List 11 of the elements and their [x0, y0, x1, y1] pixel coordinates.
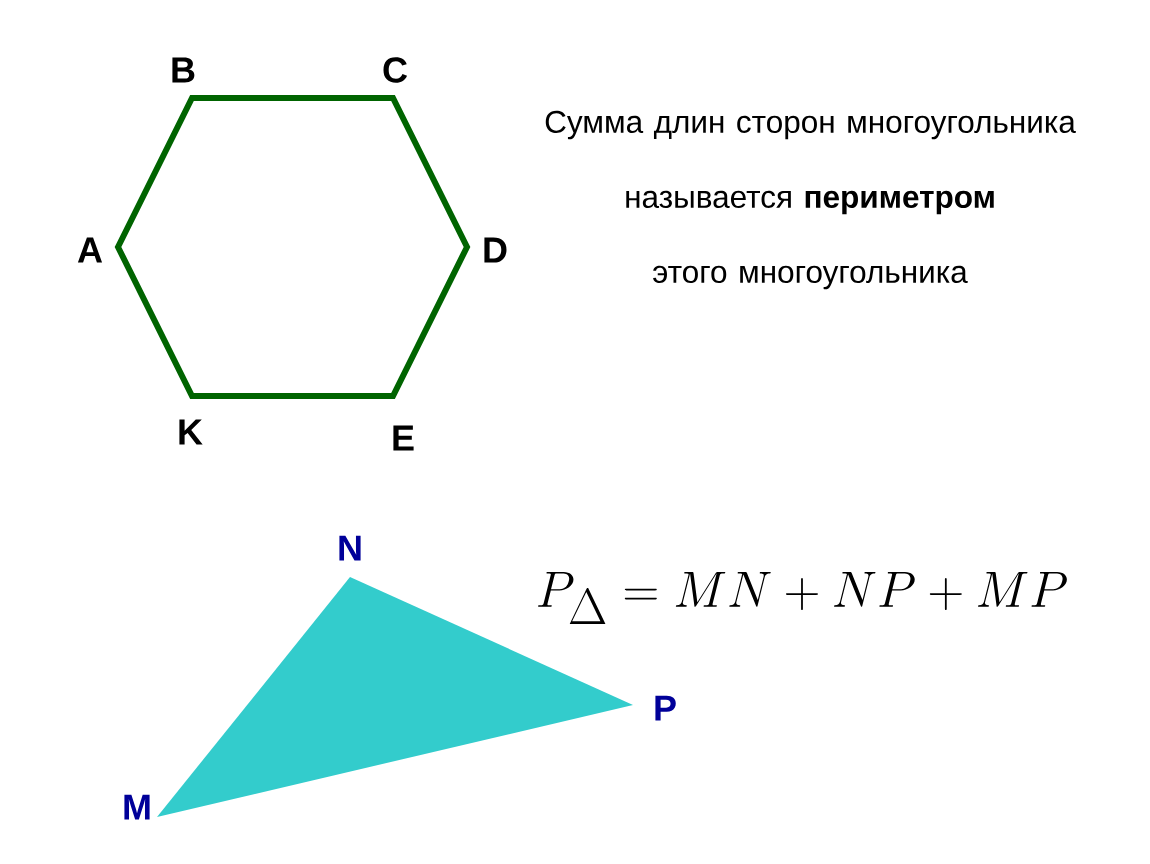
vertex-label: M — [124, 794, 150, 820]
vertex-label: B — [172, 57, 195, 83]
vertex-label: N — [339, 535, 361, 561]
vertex-label: D — [484, 237, 507, 263]
vertex-label: C — [383, 57, 407, 83]
perimeter-formula: $P_{\Delta} = MN + NP + MP$ — [538, 571, 1067, 625]
definition-text: Сумма длин сторон многоугольника называется периметром этого многоугольника — [545, 110, 1076, 290]
vertex-label: E — [393, 425, 414, 451]
vertex-label: A — [77, 237, 103, 263]
vertex-label: P — [655, 695, 676, 721]
vertex-label: K — [179, 419, 203, 445]
